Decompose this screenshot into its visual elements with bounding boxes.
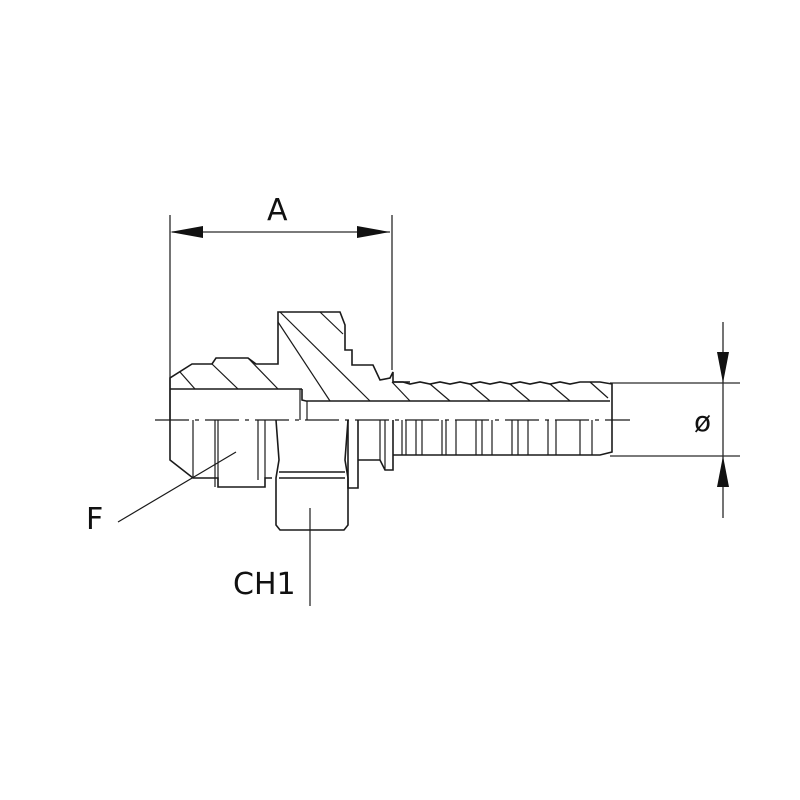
dimension-diameter bbox=[610, 322, 740, 518]
label-hex-ch1: CH1 bbox=[233, 567, 296, 602]
fitting-section-upper bbox=[169, 311, 613, 420]
arrow-down-icon bbox=[717, 352, 729, 383]
arrow-up-icon bbox=[717, 456, 729, 487]
arrow-left-icon bbox=[170, 226, 203, 238]
label-thread-f: F bbox=[86, 502, 104, 537]
arrow-right-icon bbox=[357, 226, 390, 238]
fitting-view-lower bbox=[169, 419, 613, 531]
leader-f bbox=[117, 451, 237, 523]
label-dimension-a: A bbox=[267, 193, 288, 228]
label-diameter: ø bbox=[694, 405, 712, 438]
